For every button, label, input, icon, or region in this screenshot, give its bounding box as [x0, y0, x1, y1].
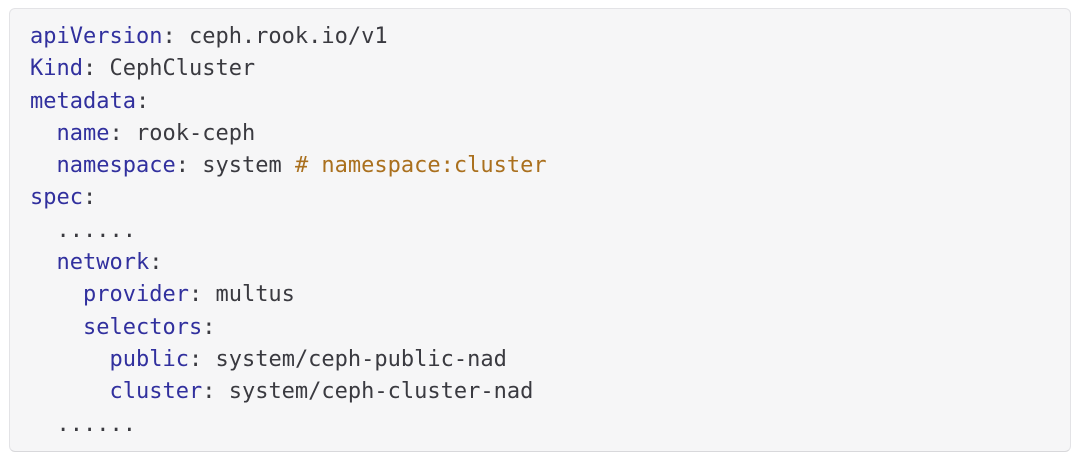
- code-line: metadata:: [30, 89, 149, 114]
- yaml-value: CephCluster: [109, 56, 256, 82]
- yaml-punct: :: [188, 282, 216, 308]
- yaml-key: provider: [82, 282, 189, 308]
- yaml-key: network: [56, 250, 150, 276]
- yaml-key: Kind: [30, 56, 83, 82]
- yaml-key: name: [56, 120, 110, 146]
- yaml-value: rook-ceph: [135, 120, 256, 146]
- yaml-punct: :: [149, 250, 163, 276]
- code-line: ......: [30, 412, 136, 437]
- yaml-indent: [30, 250, 57, 275]
- code-line: selectors:: [30, 315, 215, 340]
- yaml-punct: :: [175, 153, 203, 179]
- code-line: ......: [30, 218, 136, 243]
- code-line: apiVersion: ceph.rook.io/v1: [30, 24, 388, 49]
- yaml-indent: [30, 282, 83, 307]
- code-line: provider: multus: [30, 282, 295, 307]
- yaml-value: multus: [215, 282, 295, 308]
- yaml-key: selectors: [82, 314, 203, 340]
- code-line: network:: [30, 250, 163, 276]
- code-line: spec:: [30, 185, 96, 210]
- yaml-key: namespace: [56, 153, 176, 179]
- yaml-value: ......: [56, 217, 136, 243]
- yaml-indent: [30, 121, 57, 146]
- yaml-key: apiVersion: [30, 24, 163, 49]
- yaml-value: system: [202, 153, 295, 179]
- yaml-value: ......: [56, 411, 136, 437]
- yaml-punct: :: [202, 379, 229, 405]
- yaml-punct: :: [109, 120, 136, 146]
- code-line: cluster: system/ceph-cluster-nad: [30, 379, 533, 404]
- yaml-punct: :: [135, 88, 150, 114]
- yaml-key: metadata: [30, 88, 136, 114]
- yaml-indent: [30, 153, 57, 178]
- yaml-punct: :: [82, 185, 97, 211]
- yaml-value: system/ceph-cluster-nad: [228, 379, 534, 405]
- yaml-indent: [30, 315, 83, 340]
- yaml-key: spec: [30, 185, 83, 211]
- code-line: public: system/ceph-public-nad: [30, 346, 507, 372]
- yaml-key: cluster: [109, 379, 203, 405]
- code-line: Kind: CephCluster: [30, 56, 255, 81]
- yaml-comment: # namespace:cluster: [294, 153, 547, 179]
- yaml-punct: :: [162, 24, 189, 49]
- code-line: name: rook-ceph: [30, 120, 256, 146]
- yaml-indent: [30, 412, 57, 437]
- yaml-code-block: apiVersion: ceph.rook.io/v1 Kind: CephCl…: [9, 8, 1071, 452]
- yaml-punct: :: [202, 314, 216, 340]
- yaml-indent: [30, 218, 57, 243]
- yaml-key: public: [109, 346, 189, 372]
- yaml-punct: :: [82, 56, 110, 82]
- yaml-indent: [30, 347, 109, 372]
- yaml-indent: [30, 379, 109, 404]
- yaml-punct: :: [188, 346, 216, 372]
- yaml-value: ceph.rook.io/v1: [188, 24, 388, 49]
- code-line: namespace: system # namespace:cluster: [30, 153, 547, 178]
- code-content: apiVersion: ceph.rook.io/v1 Kind: CephCl…: [10, 9, 1070, 451]
- yaml-value: system/ceph-public-nad: [215, 346, 507, 372]
